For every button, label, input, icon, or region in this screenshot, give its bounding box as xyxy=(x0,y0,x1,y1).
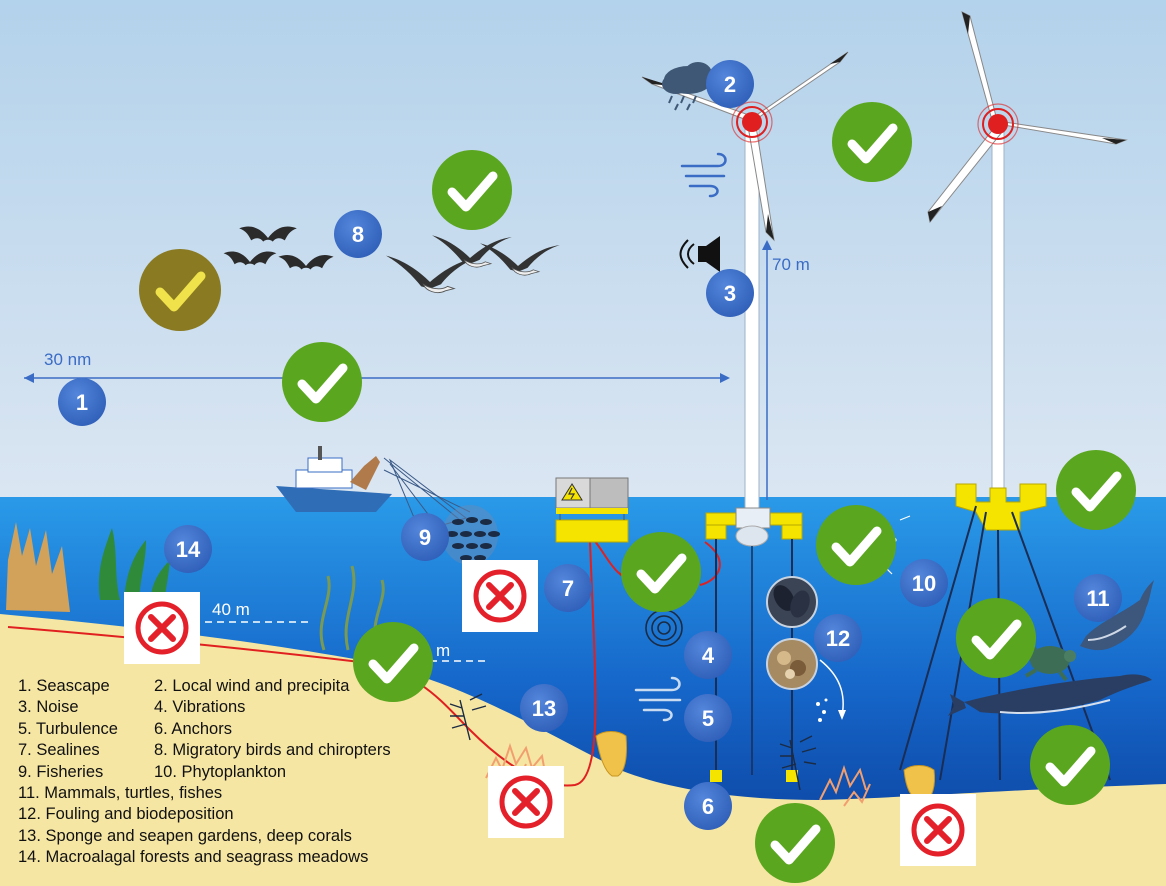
seapen-icon xyxy=(449,693,817,791)
sponge-icon xyxy=(595,731,935,801)
check-icon xyxy=(1056,450,1136,530)
cross-icon xyxy=(462,560,538,632)
check-icon xyxy=(1030,725,1110,805)
rain-cloud-icon xyxy=(662,62,712,111)
svg-text:3: 3 xyxy=(724,281,736,306)
marker-6: 6 xyxy=(684,782,732,830)
marker-12: 12 xyxy=(814,614,862,662)
cross-icon xyxy=(124,592,200,664)
whale-icon xyxy=(948,674,1152,716)
marker-1: 1 xyxy=(58,378,106,426)
check-icon xyxy=(816,505,896,585)
svg-text:13: 13 xyxy=(532,696,556,721)
marker-14: 14 xyxy=(164,525,212,573)
fish-school-icon xyxy=(442,505,500,565)
check-icon-olive xyxy=(139,249,221,331)
svg-text:9: 9 xyxy=(419,525,431,550)
turbine-2-tower xyxy=(991,121,1005,493)
svg-text:14: 14 xyxy=(176,537,201,562)
depth-label-2: m xyxy=(436,641,450,660)
biodeposition-arrow xyxy=(819,659,844,717)
sky xyxy=(0,0,1166,500)
turbine-2-rotor xyxy=(927,11,1128,224)
depth-label-40m: 40 m xyxy=(212,600,250,619)
marker-2: 2 xyxy=(706,60,754,108)
svg-text:1: 1 xyxy=(76,390,88,415)
dolphin-icon xyxy=(1080,580,1154,651)
svg-text:6: 6 xyxy=(702,794,714,819)
wind-icon xyxy=(680,152,727,198)
marker-5: 5 xyxy=(684,694,732,742)
legend-row-9: 14. Macroalagal forests and seagrass mea… xyxy=(18,848,369,867)
legend-row-6: 11. Mammals, turtles, fishes xyxy=(18,783,223,802)
check-icon xyxy=(432,150,512,230)
marker-9: 9 xyxy=(401,513,449,561)
reef-coral-icon xyxy=(6,522,70,612)
substation-platform xyxy=(555,477,629,543)
svg-text:2: 2 xyxy=(724,72,736,97)
check-icon xyxy=(832,102,912,182)
marker-7: 7 xyxy=(544,564,592,612)
check-icon xyxy=(282,342,362,422)
svg-text:8: 8 xyxy=(352,222,364,247)
marker-8: 8 xyxy=(334,210,382,258)
hub-height-label: 70 m xyxy=(772,255,810,274)
svg-text:4: 4 xyxy=(702,643,715,668)
lightning-icon xyxy=(561,483,583,501)
svg-text:10: 10 xyxy=(912,571,936,596)
mussel-icon xyxy=(766,576,818,690)
cross-icon xyxy=(900,794,976,866)
check-icon xyxy=(755,803,835,883)
marker-10: 10 xyxy=(900,559,948,607)
check-icon xyxy=(621,532,701,612)
speaker-icon xyxy=(679,236,720,272)
cross-icon xyxy=(488,766,564,838)
turbulence-icon xyxy=(634,676,682,722)
svg-text:11: 11 xyxy=(1086,586,1109,611)
svg-text:7: 7 xyxy=(562,576,574,601)
marker-13: 13 xyxy=(520,684,568,732)
fishing-vessel xyxy=(276,446,471,533)
seabed xyxy=(0,614,1166,886)
shore-distance-label: 30 nm xyxy=(44,350,91,369)
legend-row-7: 12. Fouling and biodeposition xyxy=(18,805,234,824)
marker-3: 3 xyxy=(706,269,754,317)
svg-text:12: 12 xyxy=(826,626,850,651)
marker-11: 11 xyxy=(1074,574,1122,622)
marker-4: 4 xyxy=(684,631,732,679)
legend-row-8: 13. Sponge and seapen gardens, deep cora… xyxy=(18,826,352,845)
check-icon xyxy=(956,598,1036,678)
svg-text:5: 5 xyxy=(702,706,714,731)
